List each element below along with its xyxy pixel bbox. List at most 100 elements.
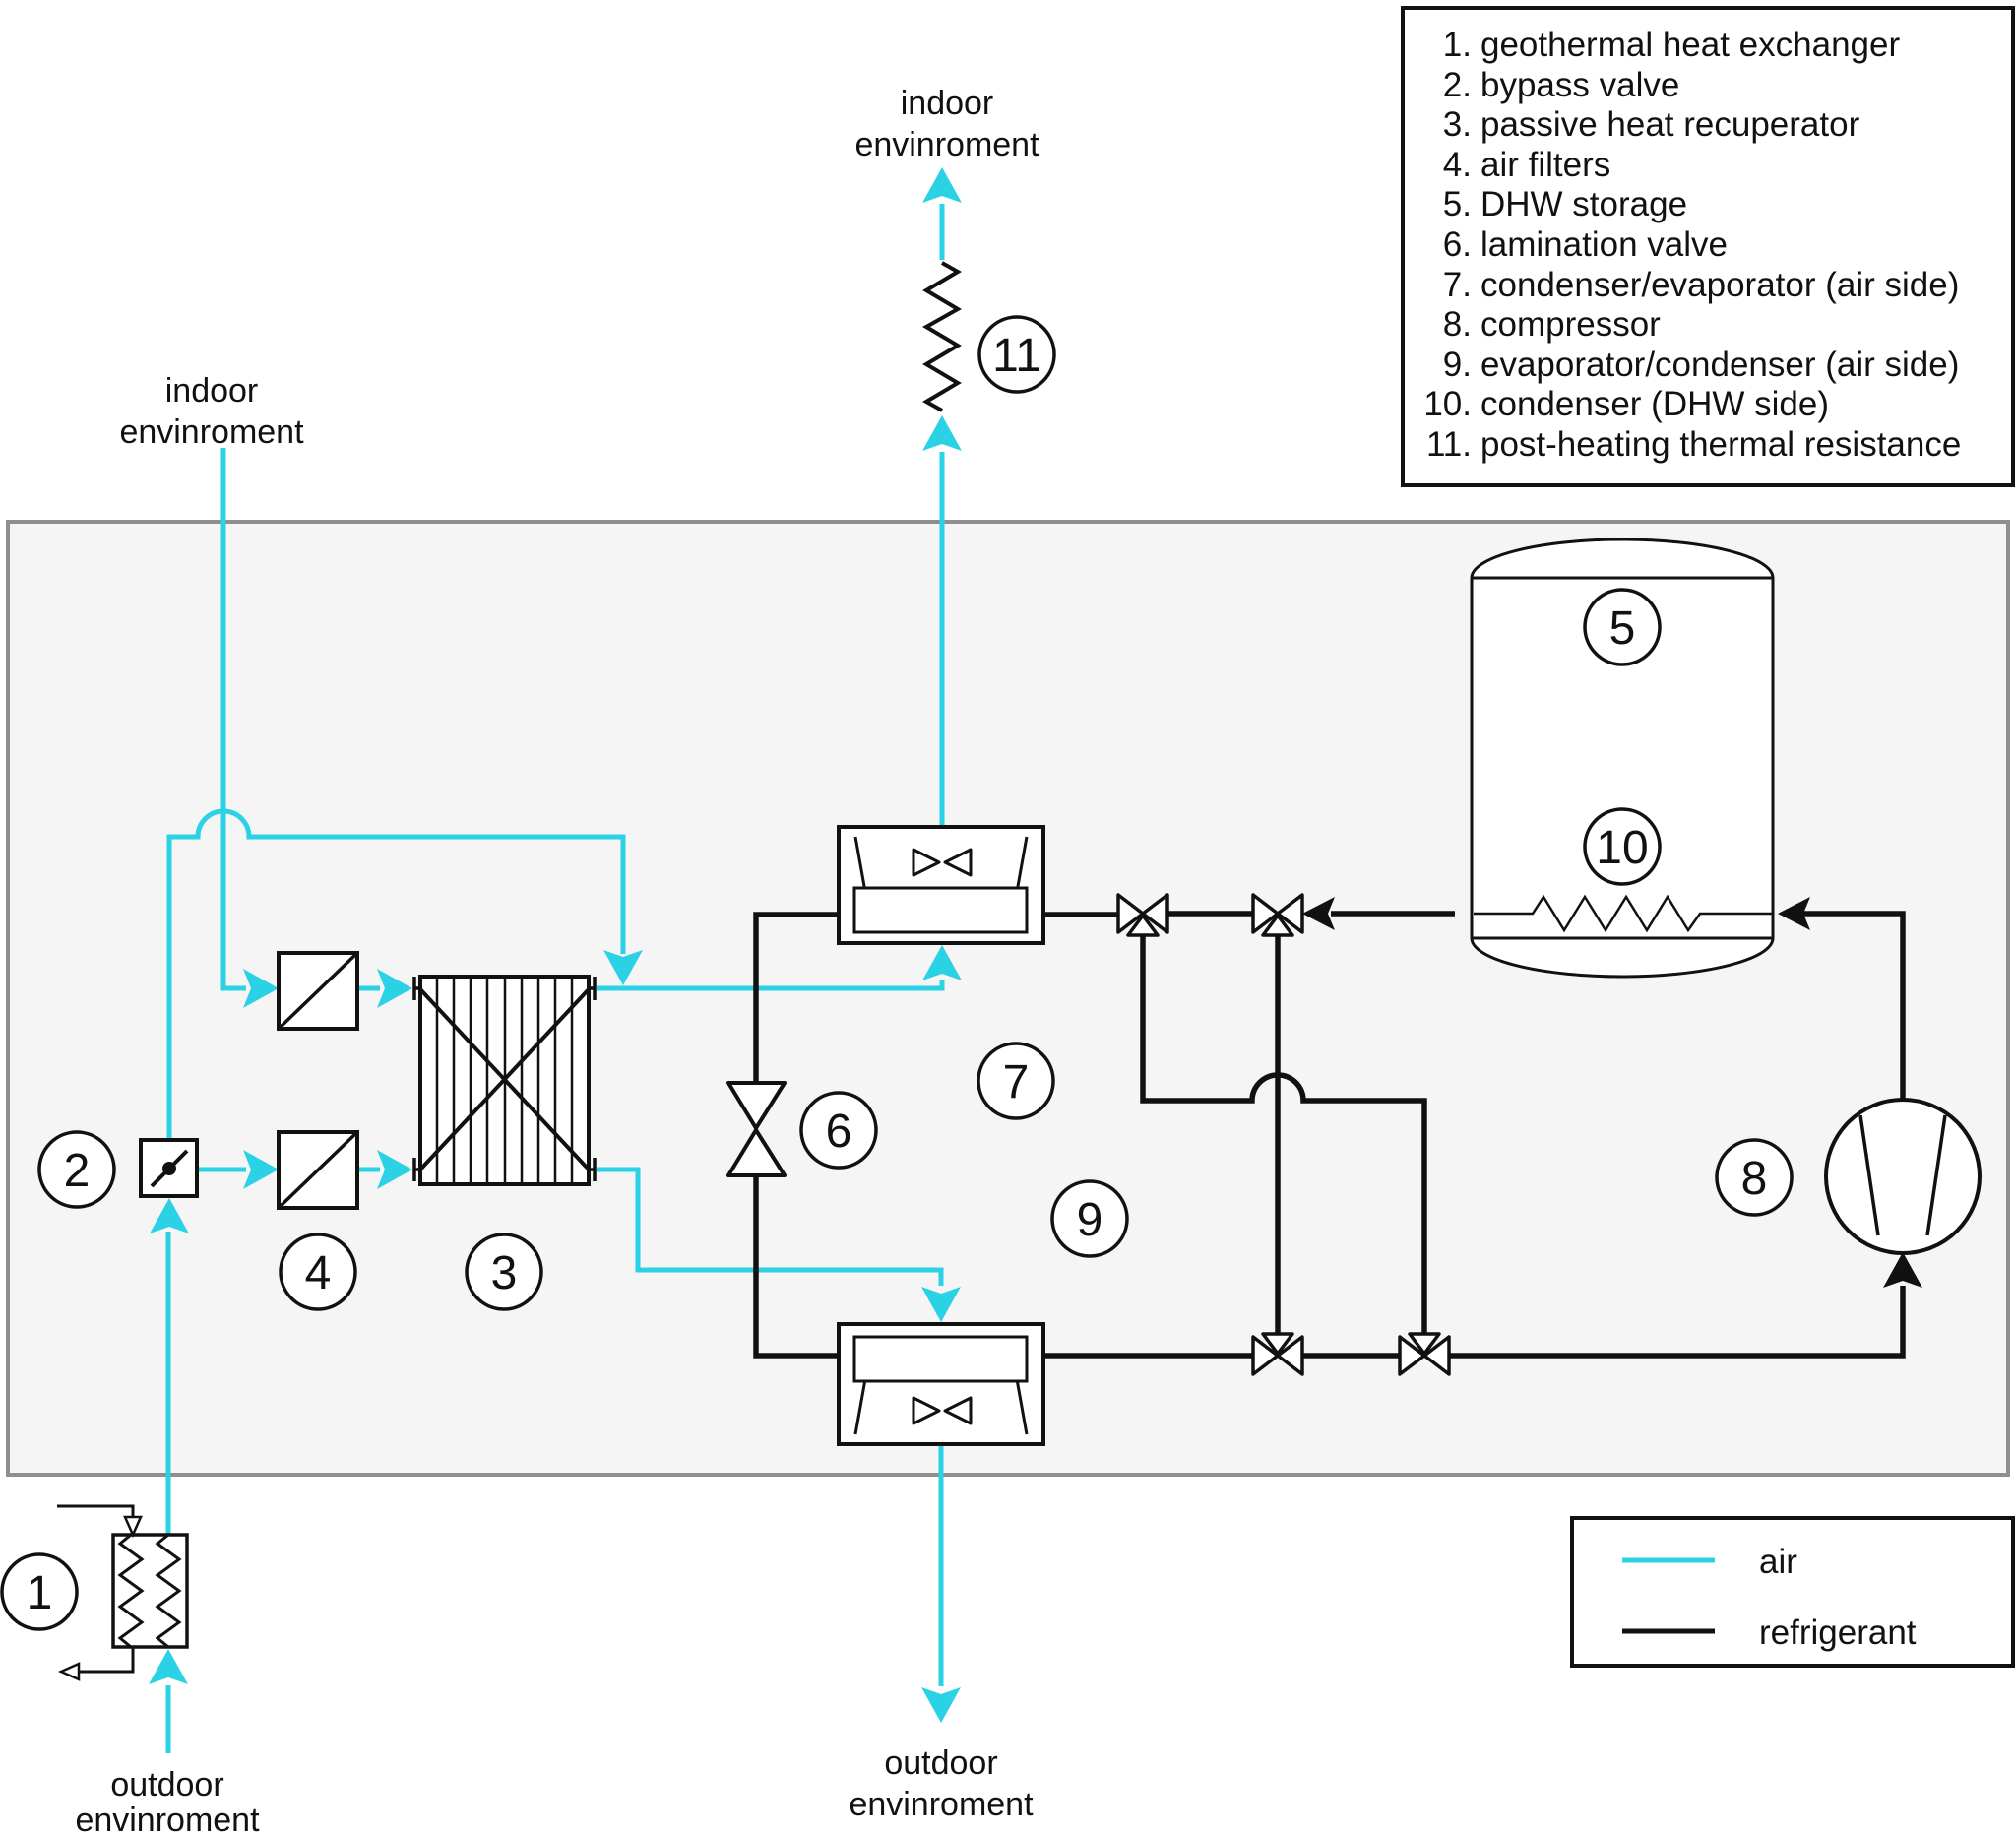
badge-4: 4 bbox=[279, 1233, 357, 1311]
compressor bbox=[1824, 1098, 1982, 1255]
legend-item-9-num: 9. bbox=[1443, 346, 1472, 384]
ref-line-compressor-to-tankcoil bbox=[1801, 911, 1906, 1100]
badge-2: 2 bbox=[37, 1130, 116, 1209]
resistor11-zigzag bbox=[922, 261, 962, 412]
badge-1: 1 bbox=[0, 1552, 79, 1631]
condenser7-coil bbox=[852, 886, 1029, 934]
ground-loop-in-arrow bbox=[123, 1515, 143, 1539]
air-lines bbox=[165, 204, 945, 1753]
outdoor-bottom-left-line2: envinroment bbox=[75, 1802, 260, 1834]
indoor-top-left-line2: envinroment bbox=[119, 413, 304, 451]
legend-item-2-label: bypass valve bbox=[1480, 66, 1679, 104]
air-arrow-to-outdoor bbox=[921, 1687, 961, 1723]
legend-item-8-label: compressor bbox=[1480, 305, 1661, 344]
legend-item-5-label: DHW storage bbox=[1480, 185, 1687, 223]
air-arrows bbox=[149, 167, 962, 1723]
badge-6: 6 bbox=[799, 1091, 878, 1170]
badge-1-number: 1 bbox=[27, 1567, 53, 1619]
fan-icon bbox=[912, 848, 973, 877]
legend-item-5-num: 5. bbox=[1443, 185, 1472, 223]
air-filter-bottom-diagonal bbox=[277, 1130, 359, 1210]
legend-item-1-num: 1. bbox=[1443, 26, 1472, 64]
air-line-indoor-intake bbox=[220, 448, 246, 991]
badge-4-number: 4 bbox=[305, 1247, 332, 1299]
indoor-top-left-line1: indoor bbox=[165, 372, 259, 410]
badge-8-number: 8 bbox=[1741, 1153, 1768, 1205]
air-arrow-into-evaporator9 bbox=[921, 1287, 961, 1322]
ground-loop-out-arrow bbox=[57, 1662, 81, 1681]
legend-item-4-label: air filters bbox=[1480, 146, 1610, 184]
legend-item-11-label: post-heating thermal resistance bbox=[1480, 425, 1961, 464]
air-arrow-into-bottom-filter bbox=[243, 1150, 279, 1189]
evaporator-condenser-9 bbox=[837, 1322, 1045, 1446]
air-arrow-bypass-down bbox=[603, 950, 643, 985]
air-filter-top bbox=[277, 951, 359, 1031]
air-filter-top-diagonal bbox=[277, 951, 359, 1031]
badge-8: 8 bbox=[1715, 1138, 1794, 1217]
air-line-bypass bbox=[166, 808, 626, 1140]
badge-9: 9 bbox=[1050, 1179, 1129, 1258]
air-arrow-into-top-filter bbox=[243, 969, 279, 1008]
lamination-valve bbox=[726, 1081, 787, 1177]
badge-7-number: 7 bbox=[1003, 1056, 1030, 1108]
bypass-valve bbox=[139, 1138, 199, 1198]
ground-loop-in bbox=[57, 1504, 135, 1517]
air-line-recuperator-to-condenser7 bbox=[597, 980, 945, 991]
badge-11: 11 bbox=[977, 315, 1056, 394]
line-type-legend: air refrigerant bbox=[1570, 1516, 2015, 1668]
badge-7: 7 bbox=[976, 1042, 1055, 1120]
recuperator-cross-2 bbox=[418, 987, 591, 1171]
heat-recuperator bbox=[412, 975, 597, 1186]
air-line-recuperator-to-evaporator9 bbox=[597, 1167, 944, 1286]
condenser-evaporator-7 bbox=[837, 825, 1045, 945]
badge-10-number: 10 bbox=[1596, 822, 1648, 874]
refrigerant-legend-label: refrigerant bbox=[1759, 1613, 1917, 1652]
air-legend-label: air bbox=[1759, 1543, 1797, 1581]
legend-item-7-num: 7. bbox=[1443, 266, 1472, 304]
badge-10: 10 bbox=[1583, 807, 1662, 886]
component-number-badges: 1 2 3 4 5 6 7 8 9 10 11 bbox=[0, 315, 1794, 1631]
refrigerant-lines bbox=[753, 911, 1906, 1359]
refrigerant-arrows bbox=[1302, 897, 1922, 1288]
component-legend-box bbox=[1401, 6, 2015, 487]
air-arrow-into-valve2 bbox=[150, 1198, 189, 1233]
legend-item-6-label: lamination valve bbox=[1480, 225, 1728, 264]
air-arrow-into-geothermal bbox=[149, 1649, 188, 1684]
ref-arrow-into-compressor bbox=[1883, 1252, 1922, 1288]
badge-2-number: 2 bbox=[64, 1145, 91, 1197]
bypass-valve-pivot bbox=[162, 1162, 176, 1175]
dhw-coil bbox=[1474, 894, 1773, 933]
air-arrow-to-indoor bbox=[922, 167, 962, 203]
legend-item-10-label: condenser (DHW side) bbox=[1480, 385, 1829, 423]
outdoor-bottom-center-line2: envinroment bbox=[849, 1786, 1034, 1823]
ref-line-condenser7-to-valve6 bbox=[753, 912, 839, 1359]
badge-9-number: 9 bbox=[1077, 1194, 1103, 1246]
air-arrow-into-resistor11 bbox=[922, 415, 962, 451]
ref-arrow-into-valveB bbox=[1302, 897, 1335, 930]
three-way-valve-A bbox=[1116, 893, 1169, 937]
legend-item-3-num: 3. bbox=[1443, 105, 1472, 144]
badge-5: 5 bbox=[1583, 588, 1662, 666]
badge-6-number: 6 bbox=[826, 1106, 852, 1158]
air-arrow-into-recuperator-bottom bbox=[377, 1150, 412, 1189]
air-filter-bottom bbox=[277, 1130, 359, 1210]
air-arrow-into-condenser7 bbox=[922, 945, 962, 980]
legend-item-10-num: 10. bbox=[1423, 385, 1472, 423]
legend-item-2-num: 2. bbox=[1443, 66, 1472, 104]
environment-labels: indoor envinroment indoor envinroment ou… bbox=[75, 85, 1040, 1834]
legend-item-3-label: passive heat recuperator bbox=[1480, 105, 1860, 144]
legend-item-7-label: condenser/evaporator (air side) bbox=[1480, 266, 1959, 304]
component-legend: 1.geothermal heat exchanger 2.bypass val… bbox=[1401, 6, 2015, 487]
legend-item-11-num: 11. bbox=[1426, 425, 1472, 464]
line-type-legend-box bbox=[1570, 1516, 2015, 1668]
badge-3-number: 3 bbox=[491, 1247, 518, 1299]
outdoor-bottom-center-line1: outdoor bbox=[884, 1744, 997, 1782]
dhw-storage-tank bbox=[1470, 538, 1775, 979]
badge-11-number: 11 bbox=[992, 330, 1041, 382]
evaporator9-coil bbox=[852, 1335, 1029, 1383]
geothermal-heat-exchanger bbox=[57, 1504, 189, 1681]
badge-3: 3 bbox=[465, 1233, 543, 1311]
ref-line-bottom-run bbox=[1043, 1286, 1906, 1359]
three-way-valve-D bbox=[1398, 1332, 1451, 1376]
